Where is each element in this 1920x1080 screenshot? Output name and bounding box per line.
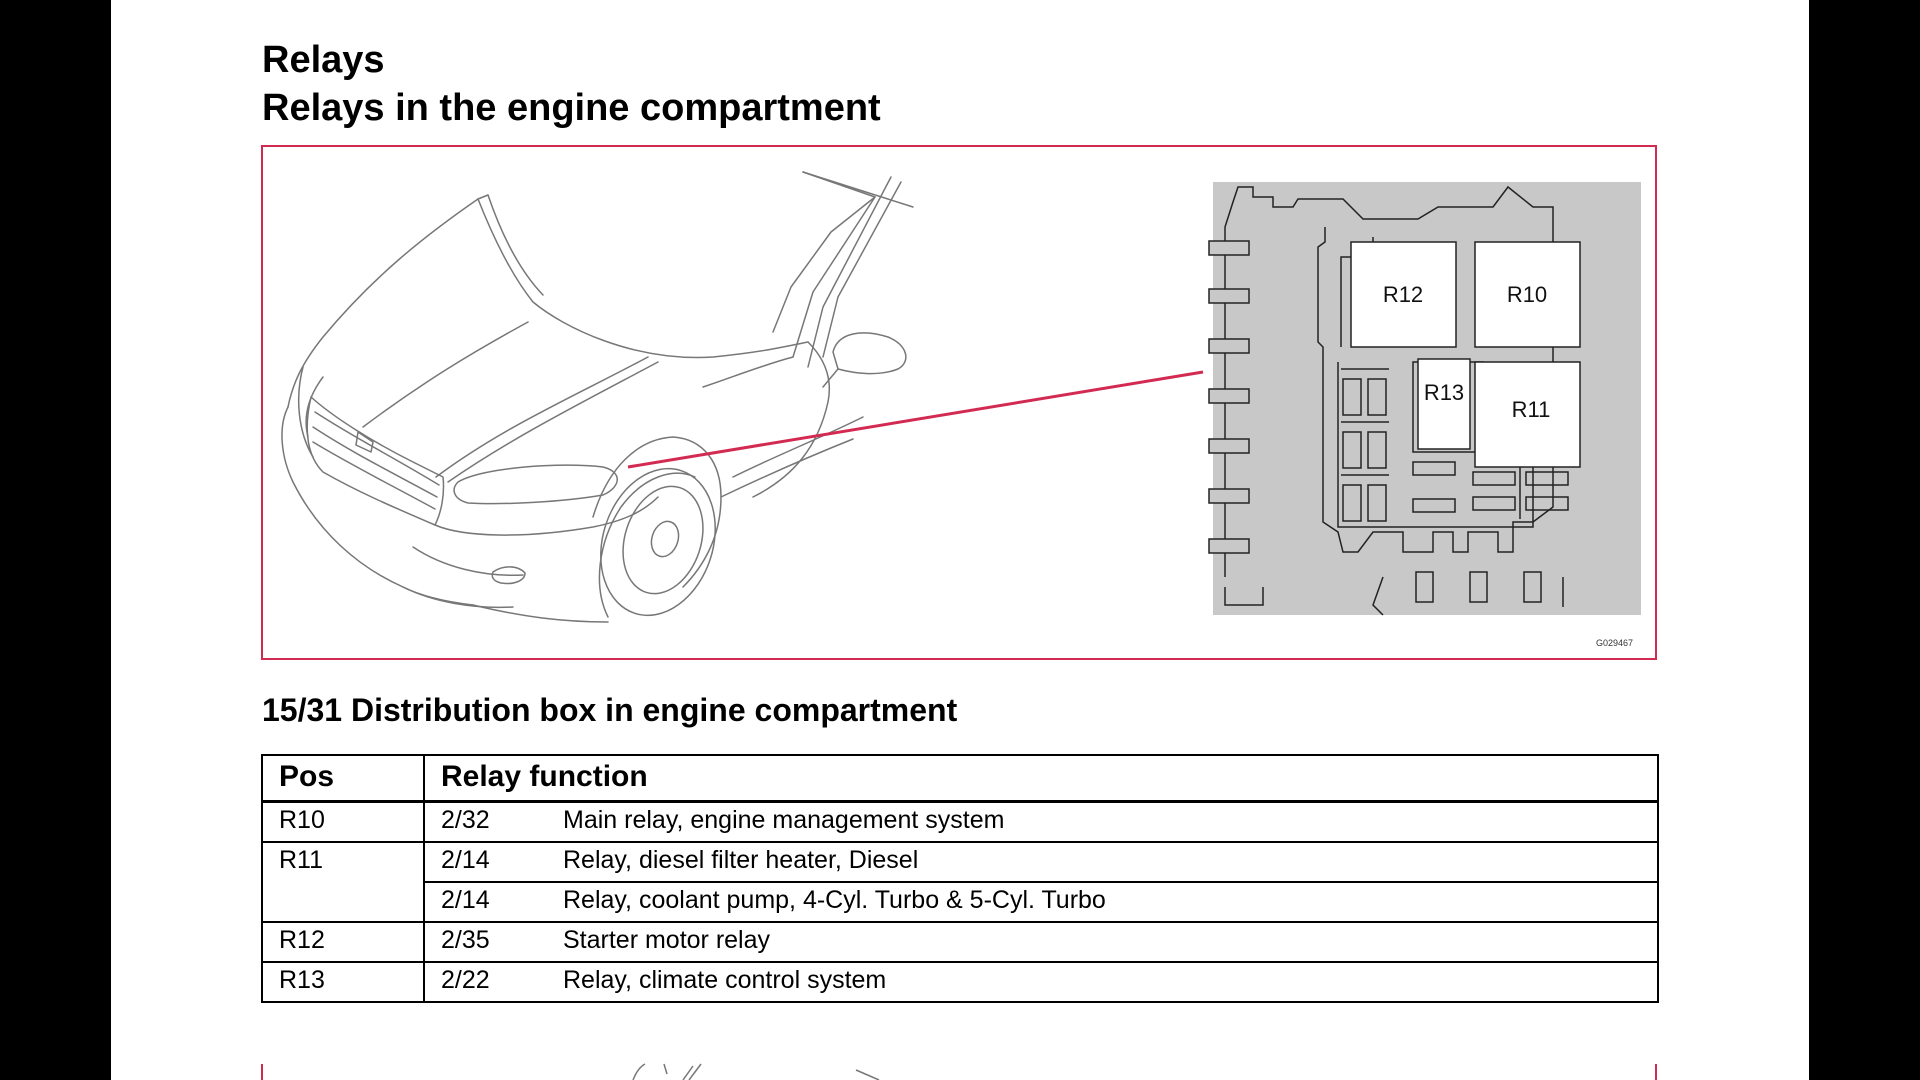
relay-location-figure: R12 R10 R13 R11 G029467 xyxy=(261,145,1657,660)
cell-pos: R12 xyxy=(261,921,425,963)
page-subtitle: Relays in the engine compartment xyxy=(262,87,881,129)
leader-line xyxy=(627,370,1204,469)
table-row: R10 2/32 Main relay, engine management sy… xyxy=(261,800,1659,843)
cell-pos: R10 xyxy=(261,800,425,843)
header-function: Relay function xyxy=(423,754,1659,803)
relay-desc: Relay, climate control system xyxy=(563,966,887,994)
table-row: 2/14 Relay, coolant pump, 4-Cyl. Turbo & … xyxy=(262,881,1659,923)
relay-desc: Starter motor relay xyxy=(563,926,771,954)
car-illustration xyxy=(281,171,914,623)
table-row: R12 2/35 Starter motor relay xyxy=(261,921,1659,963)
cell-function: 2/22 Relay, climate control system xyxy=(423,961,1659,1003)
relay-code: 2/14 xyxy=(441,846,490,874)
relay-code: 2/22 xyxy=(441,966,490,994)
relay-code: 2/35 xyxy=(441,926,490,954)
cell-function: 2/32 Main relay, engine management system xyxy=(423,800,1659,843)
header-pos: Pos xyxy=(261,754,425,803)
cell-pos: R11 xyxy=(261,841,425,923)
figure-drawing: R12 R10 R13 R11 xyxy=(281,171,1641,623)
page-title: Relays xyxy=(262,39,385,81)
relay-table: Pos Relay function R10 2/32 Main relay, e… xyxy=(261,754,1659,1003)
cell-function: 2/14 Relay, coolant pump, 4-Cyl. Turbo & … xyxy=(423,881,1659,923)
relay-label-r11: R11 xyxy=(1512,397,1551,422)
relay-code: 2/32 xyxy=(441,806,490,834)
figure-code: G029467 xyxy=(1595,638,1633,648)
cell-function: 2/35 Starter motor relay xyxy=(423,921,1659,963)
relay-code: 2/14 xyxy=(441,886,490,914)
table-row: R11 2/14 Relay, diesel filter heater, Die… xyxy=(261,841,1659,923)
relay-label-r12: R12 xyxy=(1383,282,1423,307)
distribution-box: R12 R10 R13 R11 xyxy=(1208,182,1641,616)
manual-page: Relays Relays in the engine compartment xyxy=(111,0,1809,1080)
table-header-row: Pos Relay function xyxy=(261,754,1659,803)
relay-desc: Main relay, engine management system xyxy=(563,806,1005,834)
next-figure-edge xyxy=(261,1063,1657,1080)
section-title: 15/31 Distribution box in engine compart… xyxy=(262,692,958,728)
relay-desc: Relay, coolant pump, 4-Cyl. Turbo & 5-Cy… xyxy=(563,886,1106,914)
table-row: R13 2/22 Relay, climate control system xyxy=(261,961,1659,1003)
relay-label-r13: R13 xyxy=(1424,380,1464,405)
cell-pos: R13 xyxy=(261,961,425,1003)
relay-desc: Relay, diesel filter heater, Diesel xyxy=(563,846,919,874)
cell-function: 2/14 Relay, diesel filter heater, Diesel xyxy=(423,841,1659,883)
relay-label-r10: R10 xyxy=(1507,282,1547,307)
